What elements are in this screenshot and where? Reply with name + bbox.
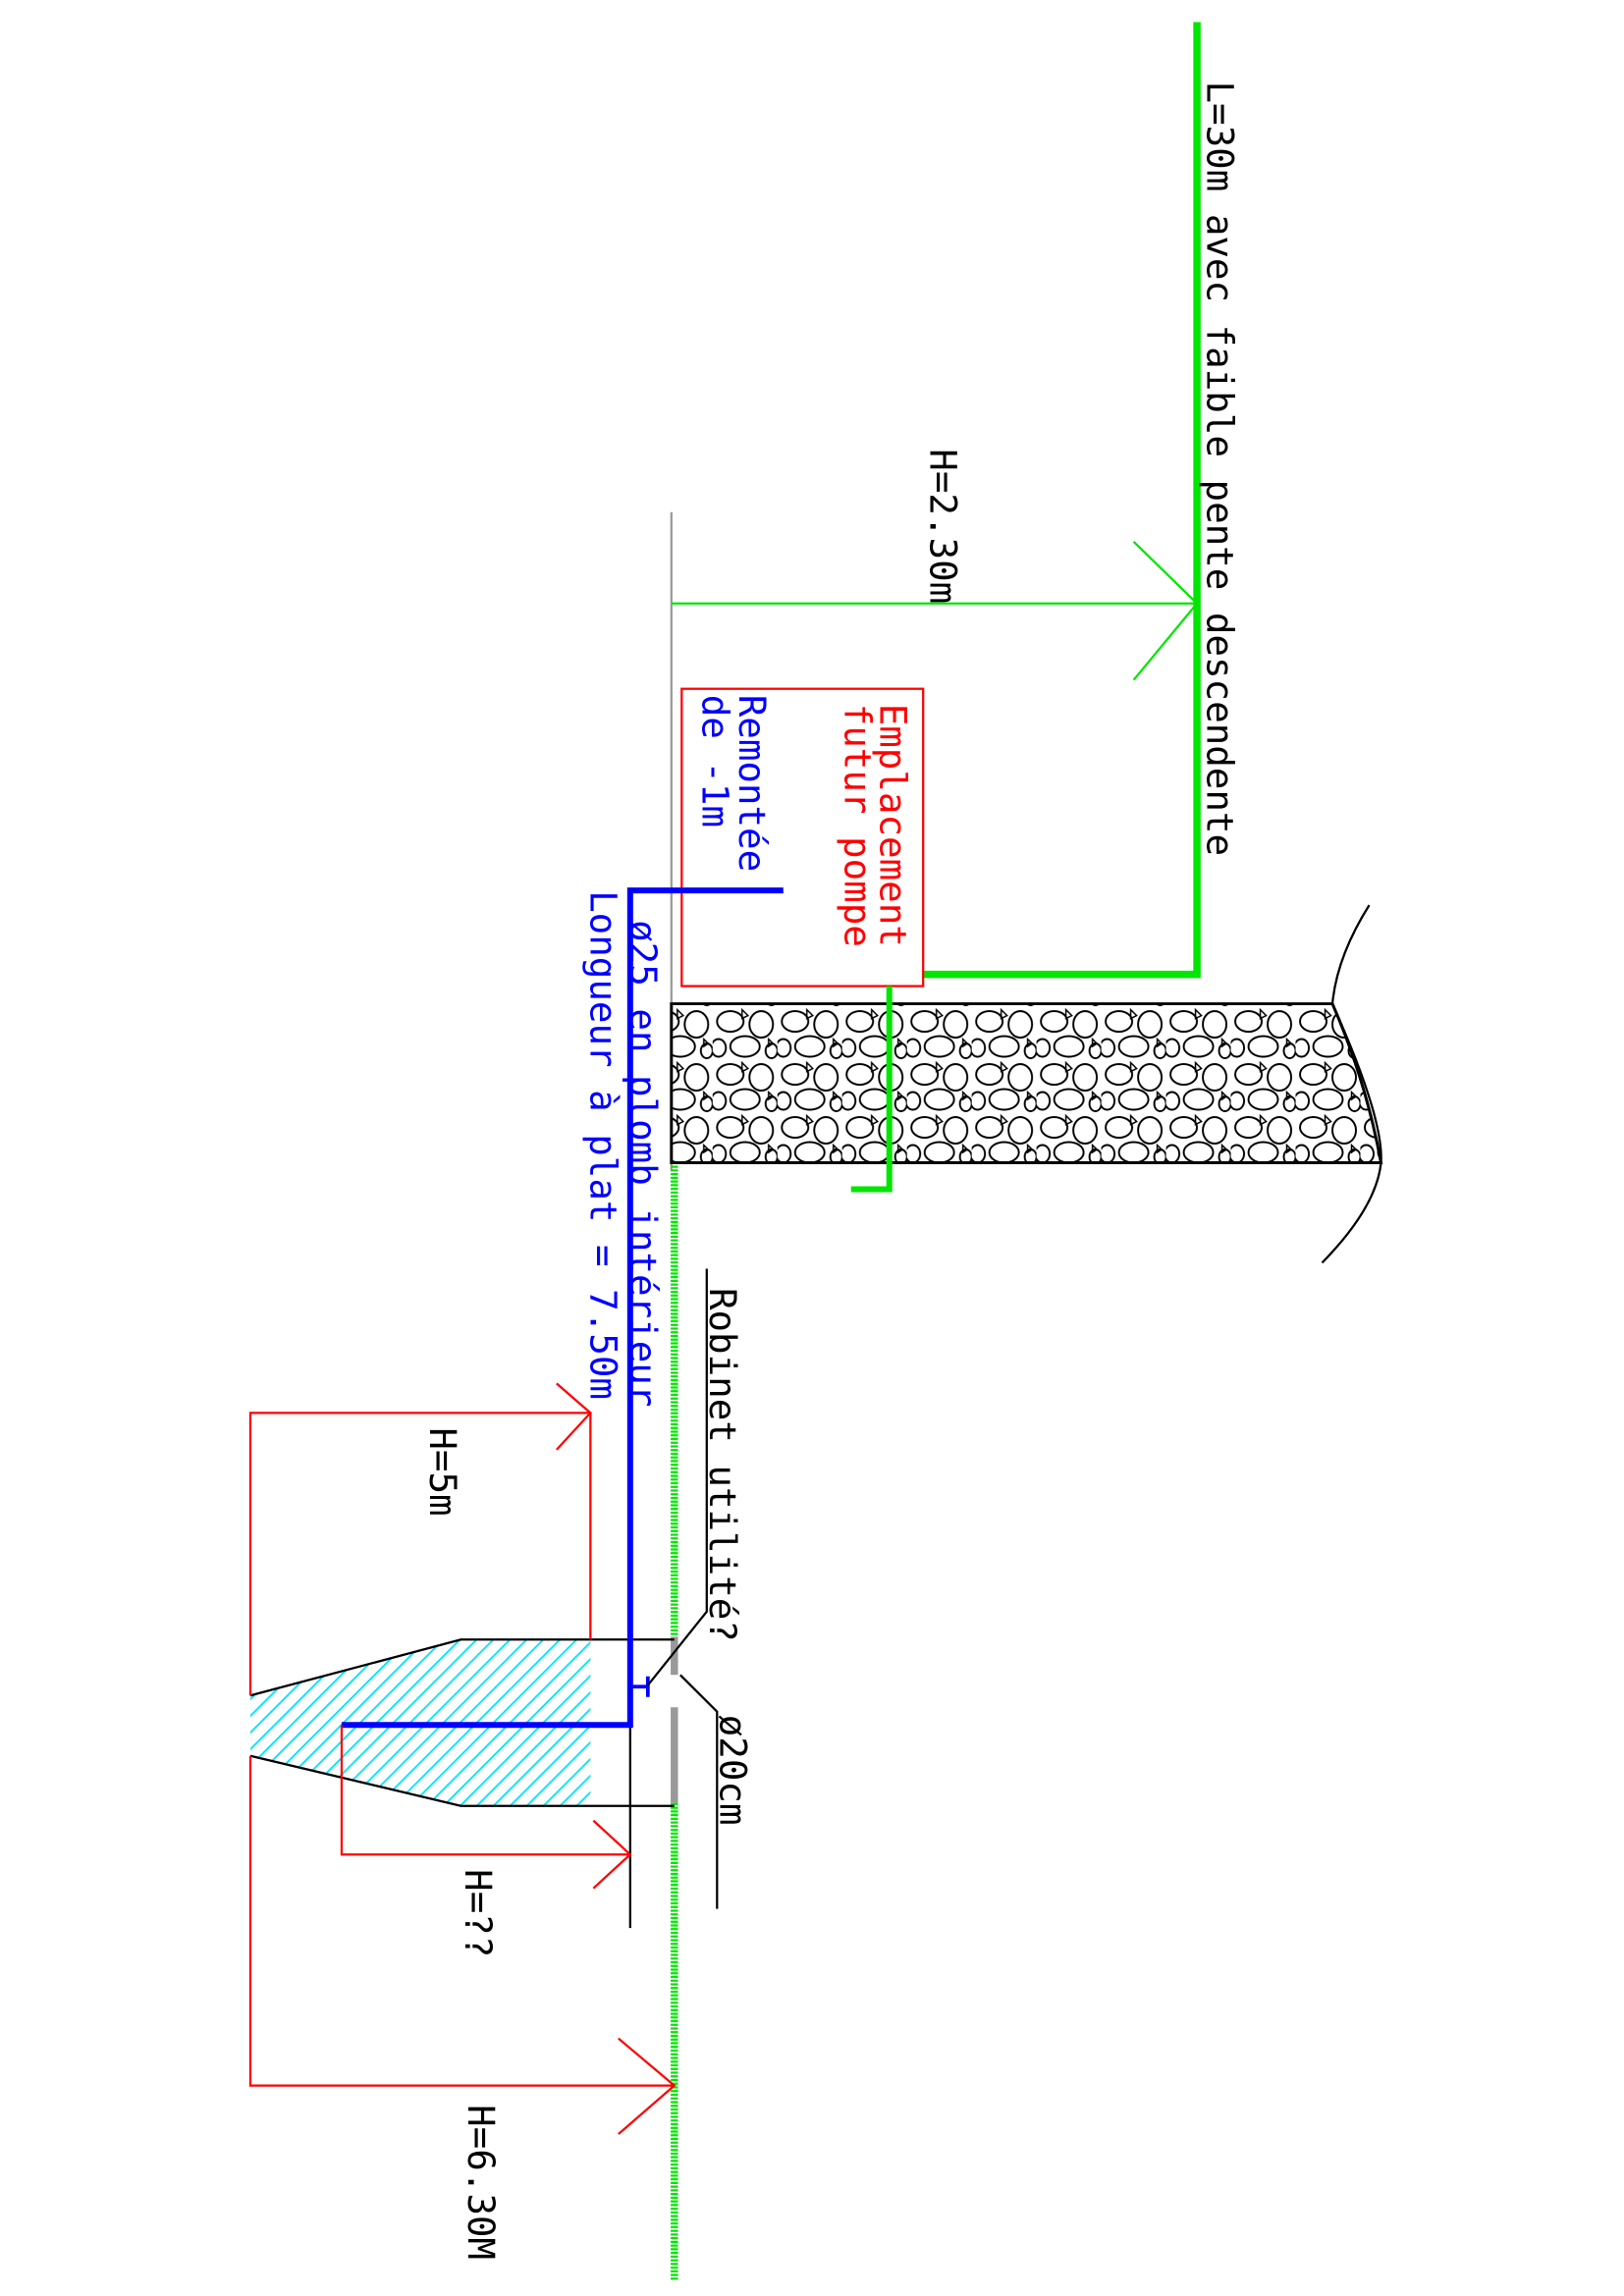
tap-leader <box>646 1268 708 1686</box>
height-unknown-dimension <box>340 1725 630 1856</box>
stone-wall <box>670 1002 1383 1164</box>
pump-location-box <box>680 687 925 988</box>
pipe-diameter-label: ø25 en plomb intérieur <box>622 920 665 1407</box>
well-wall <box>249 1638 675 1697</box>
well-diameter-label: ø20cm <box>711 1715 754 1826</box>
height-water-dimension <box>248 1412 592 1696</box>
tap-icon <box>629 1676 650 1697</box>
arrow-icon <box>1132 540 1199 681</box>
arrow-icon <box>592 1819 632 1890</box>
indoor-pipe <box>341 887 784 1729</box>
height-top-label: H=2.30m <box>922 449 965 604</box>
height-total-dimension <box>248 1755 675 2087</box>
tap-label: Robinet utilité? <box>701 1288 744 1642</box>
pipe-length-label: L=30m avec faible pente descendente <box>1199 80 1242 856</box>
wall-pipe <box>850 986 893 1193</box>
rise-label-line2: de -1m <box>693 695 736 828</box>
arrow-icon <box>556 1382 592 1451</box>
outdoor-pipe <box>923 22 1201 979</box>
diameter-leader <box>679 1674 719 1909</box>
height-total-label: H=6.30M <box>460 2105 503 2260</box>
wall-outline-curve <box>1321 904 1382 1264</box>
pipe-flat-length-label: Longueur à plat = 7.50m <box>581 890 624 1400</box>
height-unknown-label: H=?? <box>457 1869 500 1957</box>
height-water-label: H=5m <box>421 1427 464 1516</box>
pump-label-line1: Emplacement <box>872 704 915 947</box>
arrow-icon <box>618 2037 677 2135</box>
well-wall <box>249 1754 675 1807</box>
pump-label-line2: futur pompe <box>837 704 880 947</box>
rise-label-line1: Remontée <box>731 695 774 872</box>
